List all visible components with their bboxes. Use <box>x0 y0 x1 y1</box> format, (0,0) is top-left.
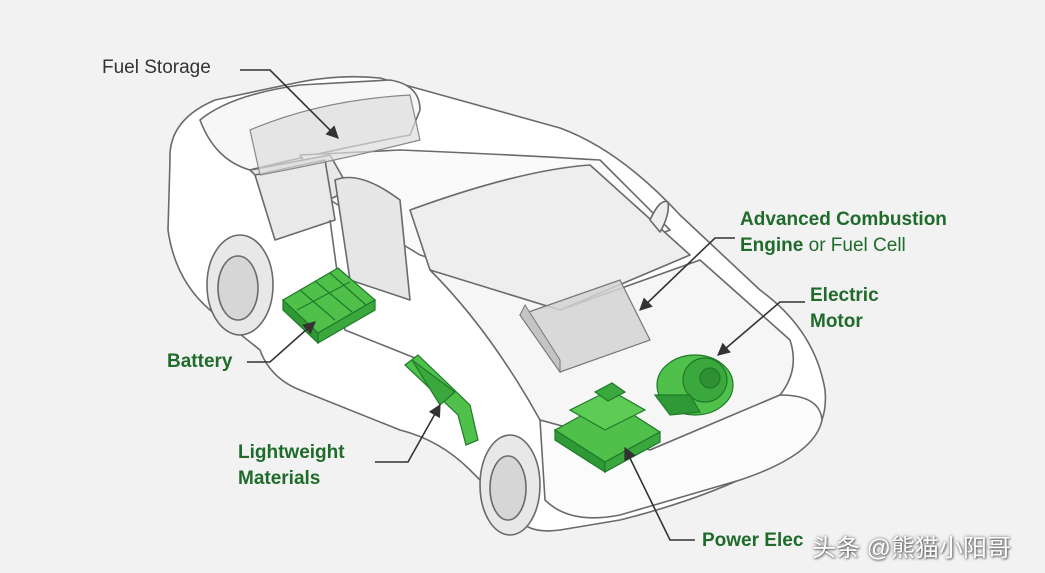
label-motor-line1: Electric <box>810 285 879 306</box>
watermark: 头条 @熊猫小阳哥 <box>812 535 1012 562</box>
leader-materials <box>375 403 441 463</box>
label-materials-line2: Materials <box>238 468 321 489</box>
lightweight-frame <box>404 354 479 446</box>
engine-block <box>519 279 651 374</box>
label-fuel-storage: Fuel Storage <box>102 57 211 78</box>
label-fuel-cell: or Fuel Cell <box>803 235 906 256</box>
leader-motor <box>717 301 805 356</box>
label-motor-line2: Motor <box>810 311 863 332</box>
label-power-electronics: Power Elec <box>702 530 804 551</box>
leader-power-electronics <box>624 446 695 541</box>
leader-fuel-storage <box>240 69 339 139</box>
label-engine-line2: Engine or Fuel Cell <box>740 233 906 259</box>
leader-engine <box>639 237 735 311</box>
leader-battery <box>247 321 316 363</box>
label-materials-line1: Lightweight <box>238 442 345 463</box>
label-engine-word: Engine <box>740 235 804 256</box>
electric-motor <box>653 354 734 416</box>
leader-lines <box>240 69 805 541</box>
battery-pack <box>282 267 377 345</box>
label-engine-line1: Advanced Combustion <box>740 209 947 230</box>
label-battery: Battery <box>167 351 233 372</box>
